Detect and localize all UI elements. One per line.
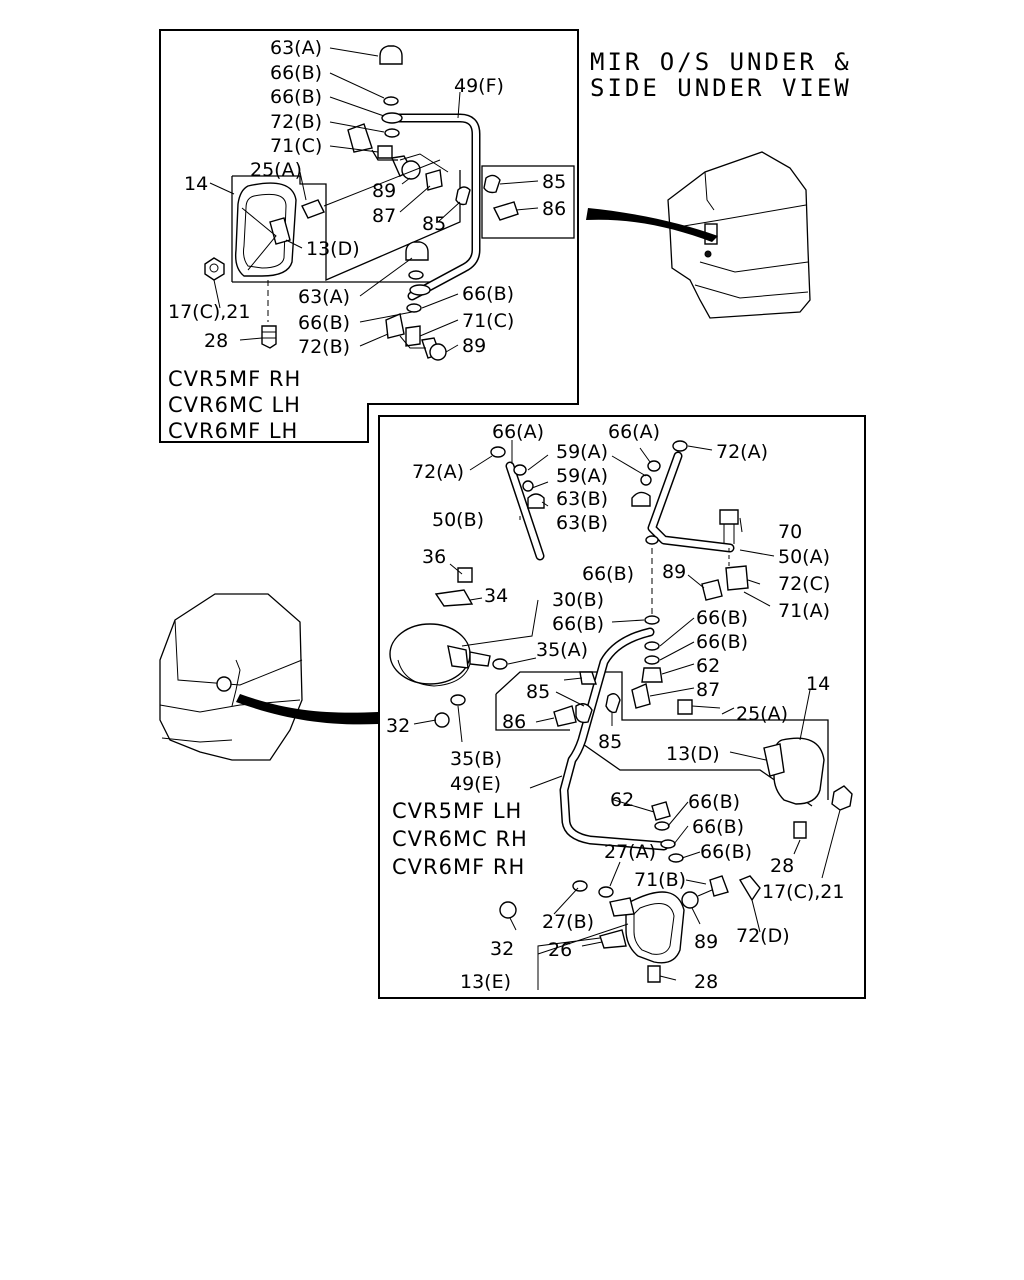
callout-72a: 72(A) <box>412 461 464 483</box>
callout-71c: 71(C) <box>270 135 322 157</box>
callout-13e: 13(E) <box>460 971 511 993</box>
callout-27b: 27(B) <box>542 911 594 933</box>
callout-36: 36 <box>422 546 446 568</box>
callout-14: 14 <box>806 673 830 695</box>
view-arrow-right <box>586 208 718 242</box>
callout-86: 86 <box>542 198 566 220</box>
callout-13d: 13(D) <box>306 238 360 260</box>
cap-nut-63a <box>379 45 403 65</box>
callout-89: 89 <box>462 335 486 357</box>
diagram-title-line1: MIR O/S UNDER & <box>590 48 852 76</box>
callout-63a: 63(A) <box>298 286 350 308</box>
callout-72c: 72(C) <box>778 573 830 595</box>
callout-87: 87 <box>372 205 396 227</box>
model-code: CVR6MC RH <box>392 827 528 851</box>
callout-32: 32 <box>490 938 514 960</box>
callout-25a: 25(A) <box>250 159 302 181</box>
callout-17c-21: 17(C),21 <box>168 301 251 323</box>
callout-26: 26 <box>548 939 572 961</box>
callout-63b: 63(B) <box>556 488 608 510</box>
model-code: CVR6MC LH <box>168 393 301 417</box>
callout-66b: 66(B) <box>692 816 744 838</box>
callout-71b: 71(B) <box>634 869 686 891</box>
callout-89: 89 <box>694 931 718 953</box>
callout-66b: 66(B) <box>270 62 322 84</box>
callout-87: 87 <box>696 679 720 701</box>
callout-71c: 71(C) <box>462 310 514 332</box>
callout-66b: 66(B) <box>696 631 748 653</box>
callout-66b: 66(B) <box>552 613 604 635</box>
callout-49e: 49(E) <box>450 773 501 795</box>
model-code: CVR5MF LH <box>392 799 522 823</box>
truck-cab-rear-view <box>667 151 811 319</box>
callout-66b: 66(B) <box>688 791 740 813</box>
callout-86: 86 <box>502 711 526 733</box>
callout-25a: 25(A) <box>736 703 788 725</box>
callout-85: 85 <box>422 213 446 235</box>
callout-72d: 72(D) <box>736 925 790 947</box>
model-code: CVR6MF RH <box>392 855 525 879</box>
callout-66b: 66(B) <box>700 841 752 863</box>
callout-28: 28 <box>694 971 718 993</box>
callout-66b: 66(B) <box>298 312 350 334</box>
callout-89: 89 <box>372 180 396 202</box>
callout-13d: 13(D) <box>666 743 720 765</box>
callout-14: 14 <box>184 173 208 195</box>
callout-28: 28 <box>770 855 794 877</box>
callout-35a: 35(A) <box>536 639 588 661</box>
callout-70: 70 <box>778 521 802 543</box>
callout-89: 89 <box>662 561 686 583</box>
callout-35b: 35(B) <box>450 748 502 770</box>
lower-panel: 66(A) 66(A) 72(A) 72(A) 59(A) 59(A) 63(B… <box>378 415 866 999</box>
callout-66a: 66(A) <box>492 421 544 443</box>
callout-72a: 72(A) <box>716 441 768 463</box>
callout-62: 62 <box>696 655 720 677</box>
model-code: CVR5MF RH <box>168 367 301 391</box>
callout-72b: 72(B) <box>298 336 350 358</box>
callout-49f: 49(F) <box>454 75 504 97</box>
callout-59a: 59(A) <box>556 441 608 463</box>
mirror-13e <box>625 891 685 964</box>
callout-50a: 50(A) <box>778 546 830 568</box>
callout-72b: 72(B) <box>270 111 322 133</box>
callout-63b: 63(B) <box>556 512 608 534</box>
callout-34: 34 <box>484 585 508 607</box>
callout-63a: 63(A) <box>270 37 322 59</box>
callout-66b: 66(B) <box>270 86 322 108</box>
callout-85: 85 <box>598 731 622 753</box>
callout-71a: 71(A) <box>778 600 830 622</box>
upper-panel: 63(A) 66(B) 66(B) 72(B) 71(C) 25(A) 14 4… <box>159 29 579 443</box>
callout-17c-21: 17(C),21 <box>762 881 845 903</box>
callout-85: 85 <box>542 171 566 193</box>
callout-28: 28 <box>204 330 228 352</box>
callout-62: 62 <box>610 789 634 811</box>
callout-59a: 59(A) <box>556 465 608 487</box>
callout-85: 85 <box>526 681 550 703</box>
model-code: CVR6MF LH <box>168 419 298 443</box>
callout-66b: 66(B) <box>582 563 634 585</box>
callout-66b: 66(B) <box>462 283 514 305</box>
mirror-14-upper <box>234 182 297 277</box>
callout-27a: 27(A) <box>604 841 656 863</box>
callout-30b: 30(B) <box>552 589 604 611</box>
view-arrow-left <box>236 694 378 725</box>
callout-50b: 50(B) <box>432 509 484 531</box>
truck-cab-front-view <box>159 593 303 761</box>
callout-32: 32 <box>386 715 410 737</box>
callout-66a: 66(A) <box>608 421 660 443</box>
diagram-title-line2: SIDE UNDER VIEW <box>590 74 852 102</box>
callout-66b: 66(B) <box>696 607 748 629</box>
